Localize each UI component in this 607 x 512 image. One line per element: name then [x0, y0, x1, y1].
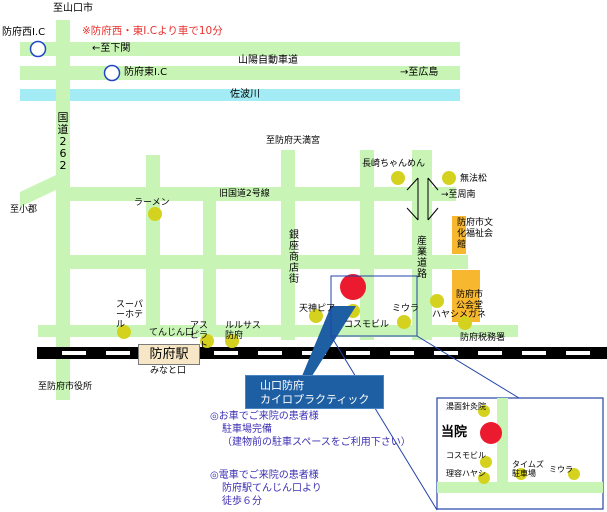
route-262-road: [56, 20, 70, 400]
zoom-line-2: [330, 335, 438, 511]
car-access-info: ◎お車でご来院の患者様 駐車場完備 （建物前の駐車スペースをご利用下さい）: [210, 410, 411, 449]
expressway-lower: [20, 66, 460, 80]
clinic-name-line2: カイロプラクティック: [260, 393, 370, 406]
car-title: ◎お車でご来院の患者様: [210, 411, 319, 422]
label-tax-office: 防府税務署: [460, 333, 506, 343]
station-road: [38, 325, 518, 337]
kominkan-building: [452, 270, 480, 322]
label-saba-river: 佐波川: [230, 89, 260, 100]
inset-clinic-marker: [480, 422, 502, 444]
label-shunan: →至周南: [441, 190, 476, 200]
label-hofu-west-ic: 防府西I.C: [2, 27, 46, 38]
car-parking: 駐車場完備: [222, 424, 272, 435]
zoom-line-1: [416, 335, 520, 399]
zoom-area: [330, 275, 418, 337]
label-city-hall: 至防府市役所: [38, 382, 93, 392]
clinic-name-box: 山口防府 カイロプラクティック: [245, 375, 384, 409]
ginza-road: [281, 150, 295, 340]
inset-label-miura: ミウラ: [549, 465, 573, 474]
train-title: ◎電車でご来院の患者様: [210, 470, 319, 481]
road-asupira: [203, 201, 216, 335]
inset-label-riyou: 理容ハヤシ: [446, 469, 486, 478]
junction-ramp-2: [427, 177, 439, 191]
label-minato-gate: みなと口: [150, 366, 187, 376]
label-shimonoseki: ←至下関: [92, 43, 131, 54]
junction-ramp-1: [406, 177, 419, 191]
label-miura: ミウラ: [392, 304, 420, 314]
label-sangyo: 産業道路: [417, 236, 427, 280]
label-cosmo-building: コスモビル: [344, 320, 390, 330]
clinic-pointer: [302, 306, 356, 376]
train-walk-time: 徒歩６分: [222, 496, 262, 507]
road-ramen: [146, 155, 160, 335]
welfare-building: [452, 216, 466, 254]
label-old-route-2: 旧国道2号線: [219, 189, 270, 199]
label-hofu-east-ic: 防府東I.C: [124, 67, 168, 78]
inset-road-horizontal: [437, 482, 603, 493]
hofu-west-ic-icon: [29, 40, 47, 58]
junction-ramp-4: [427, 207, 439, 221]
clinic-marker: [340, 274, 366, 300]
inset-road-vertical: [497, 398, 508, 493]
label-ginza: 銀座商店街: [289, 230, 299, 285]
inset-label-clinic: 当院: [441, 425, 468, 440]
label-hayashi-megane: ハヤシメガネ: [432, 310, 487, 320]
label-nagasaki: 長崎ちゃんめん: [362, 159, 426, 169]
train-route: 防府駅てんじん口より: [222, 483, 322, 494]
label-welfare-hall: 防府市文化福祉会館: [457, 218, 494, 250]
middle-road: [70, 255, 468, 269]
inset-label-yuzuki: 湯面針灸院: [446, 402, 486, 411]
junction-ramp-3: [406, 207, 419, 221]
saba-river: [20, 89, 460, 101]
hofu-east-ic-icon: [103, 64, 121, 82]
label-rurusasu: ルルサス防府: [225, 321, 261, 341]
label-ramen: ラーメン: [134, 198, 170, 208]
label-route-262: 国道262: [57, 111, 69, 172]
label-tenmangu: 至防府天満宮: [266, 136, 321, 146]
label-yamaguchi: 至山口市: [53, 3, 93, 14]
inset-markers: [478, 405, 580, 484]
label-ogori: 至小郡: [10, 205, 38, 215]
landmark-markers: [117, 171, 472, 348]
label-muji: 無法松: [460, 174, 488, 184]
expressway-upper: [20, 42, 460, 56]
label-super-hotel: スーパーホテル: [116, 300, 144, 330]
ogori-road: [20, 175, 56, 207]
label-tenjin-pia: 天神ピア: [299, 304, 336, 314]
label-tenjin-gate: てんじん口: [149, 328, 195, 338]
inset-label-times: タイムズ駐車場: [512, 460, 544, 478]
road-kosumo: [360, 150, 374, 340]
label-sanyo-expressway: 山陽自動車道: [238, 55, 298, 66]
label-hiroshima: →至広島: [400, 67, 439, 78]
clinic-name-line1: 山口防府: [260, 379, 304, 392]
hofu-station: 防府駅: [138, 344, 200, 365]
label-kominkan: 防府市公会堂: [456, 290, 484, 311]
train-access-info: ◎電車でご来院の患者様 防府駅てんじん口より 徒歩６分: [210, 469, 322, 508]
car-parking-note: （建物前の駐車スペースをご利用下さい）: [222, 437, 411, 448]
inset-label-cosmo: コスモビル: [446, 451, 486, 460]
notice-text: ※防府西・東I.Cより車で10分: [82, 25, 223, 37]
